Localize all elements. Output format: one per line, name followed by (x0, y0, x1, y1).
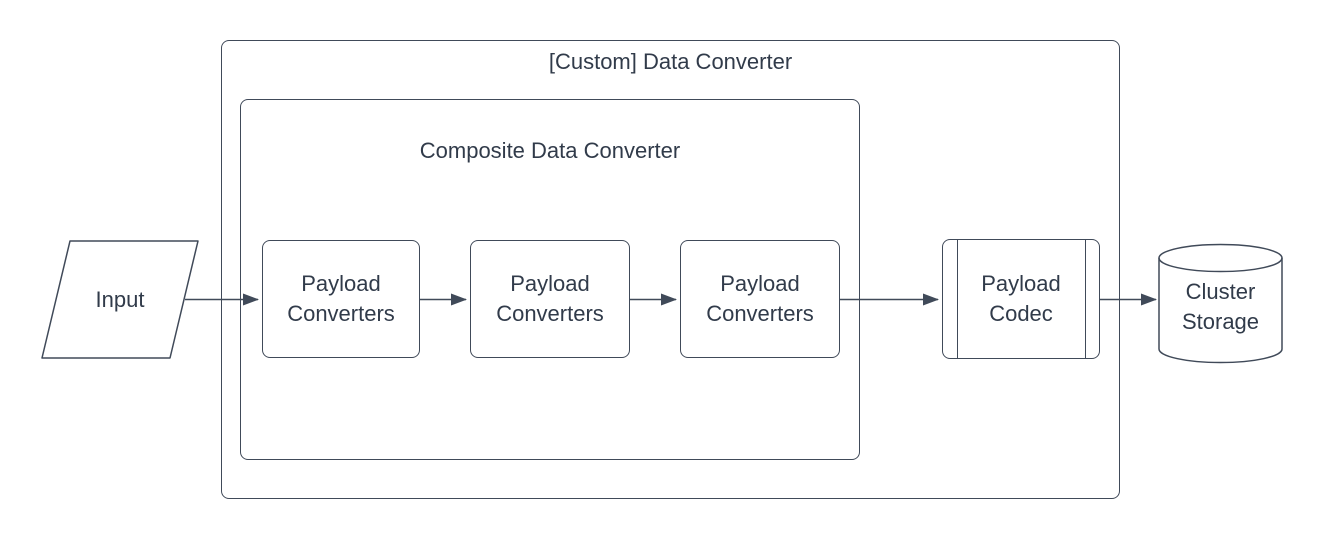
cluster-storage-label-container: Cluster Storage (1159, 252, 1282, 362)
payload-codec-node: Payload Codec (942, 239, 1100, 359)
input-parallelogram-shape (41, 240, 199, 359)
payload-converters-label-2: Payload Converters (496, 271, 604, 326)
payload-codec-label: Payload Codec (981, 271, 1061, 326)
codec-right-bar (1084, 240, 1086, 358)
custom-data-converter-group (221, 40, 1120, 499)
cluster-storage-label: Cluster Storage (1181, 279, 1260, 334)
composite-data-converter-title: Composite Data Converter (419, 138, 681, 163)
custom-data-converter-title: [Custom] Data Converter (548, 49, 793, 74)
cluster-storage-cylinder-shape (1158, 243, 1283, 364)
payload-converters-label-1: Payload Converters (287, 271, 395, 326)
payload-converters-label-3: Payload Converters (706, 271, 814, 326)
composite-data-converter-group (240, 99, 860, 460)
payload-converters-node-3: Payload Converters (680, 240, 840, 358)
input-label-container: Input (42, 241, 198, 358)
input-label: Input (95, 286, 145, 312)
codec-left-bar (956, 240, 958, 358)
payload-converters-node-1: Payload Converters (262, 240, 420, 358)
payload-converters-node-2: Payload Converters (470, 240, 630, 358)
